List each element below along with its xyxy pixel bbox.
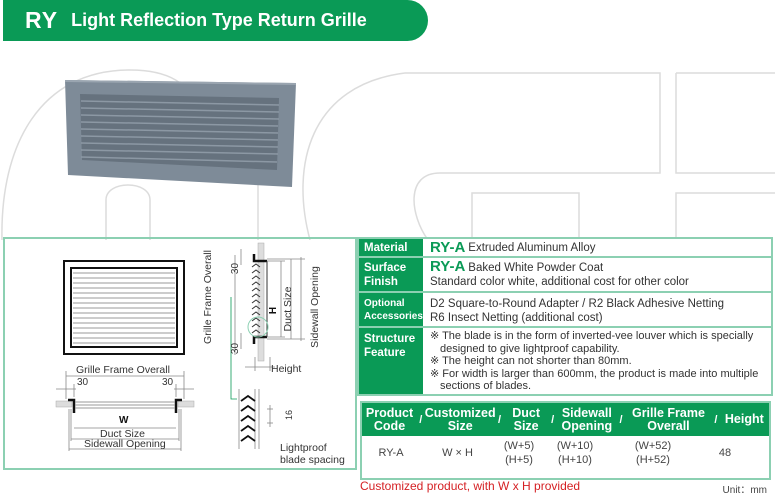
cell-text: (H+10): [558, 454, 592, 466]
spec-value-material: RY-A Extruded Aluminum Alloy: [425, 239, 771, 256]
structure-bullet: ※ For width is larger than 600mm, the pr…: [430, 367, 759, 393]
header-text: Duct: [512, 405, 541, 420]
front-grille-frame-label: Grille Frame Overall: [76, 364, 170, 376]
structure-label-2: Feature: [364, 347, 406, 359]
side-h-label: H: [268, 306, 280, 315]
accessories-label-2: Accessories: [364, 310, 423, 322]
header-separator: /: [714, 413, 718, 426]
side-sidewall-opening-label: Sidewall Opening: [309, 266, 321, 348]
spec-row-material: Material RY-A Extruded Aluminum Alloy: [357, 237, 773, 258]
unit-label: Unit：mm: [722, 485, 767, 496]
side-grille-frame-label: Grille Frame Overall: [202, 250, 214, 344]
spec-label-surface-finish: Surface Finish: [359, 258, 425, 291]
header-text: Customized: [424, 405, 496, 420]
blade-spacing-value: 16: [284, 409, 295, 421]
structure-label-1: Structure: [364, 333, 416, 345]
header-separator: /: [419, 413, 423, 426]
return-grille-photo: [65, 80, 296, 187]
cell-height: 48: [718, 447, 732, 459]
spec-label-accessories: Optional Accessories: [359, 293, 425, 326]
accessories-line-1: D2 Square-to-Round Adapter / R2 Black Ad…: [430, 298, 725, 310]
page-title: Light Reflection Type Return Grille: [71, 10, 367, 30]
spec-row-accessories: Optional Accessories D2 Square-to-Round …: [357, 293, 773, 328]
accessories-label-1: Optional: [364, 297, 405, 309]
header-text: Height: [724, 412, 764, 426]
header-text: Sidewall: [561, 405, 612, 420]
cell-customized-size: W × H: [442, 447, 473, 459]
cell-text: (W+5): [503, 440, 535, 452]
spec-table: Material RY-A Extruded Aluminum Alloy Su…: [357, 237, 773, 396]
spec-value-structure: ※ The blade is in the form of inverted-v…: [425, 328, 771, 394]
side-duct-size-label: Duct Size: [282, 286, 294, 332]
header-text: Opening: [561, 418, 613, 433]
structure-bullet: ※ The blade is in the form of inverted-v…: [430, 330, 754, 355]
structure-bullet: ※ The height can not shorter than 80mm.: [430, 355, 632, 367]
header-height: Height: [720, 413, 769, 426]
header-text: Code: [373, 418, 406, 433]
spec-label-structure: Structure Feature: [359, 328, 425, 394]
title-bar: RY Light Reflection Type Return Grille: [3, 0, 428, 41]
surface-text-2: Standard color white, additional cost fo…: [430, 276, 689, 288]
cell-text: (H+5): [505, 454, 533, 466]
material-text: Extruded Aluminum Alloy: [468, 241, 596, 254]
side-view-drawing: [230, 242, 305, 449]
header-text: Overall: [647, 418, 690, 433]
header-text: Product: [365, 405, 414, 420]
spec-value-accessories: D2 Square-to-Round Adapter / R2 Black Ad…: [425, 293, 771, 326]
surface-label-1: Surface: [364, 261, 407, 274]
spec-row-structure: Structure Feature ※ The blade is in the …: [357, 328, 773, 396]
header-text: Grille Frame: [631, 405, 705, 420]
blade-spacing-label-1: Lightproof: [280, 442, 327, 454]
blade-spacing-label-2: blade spacing: [280, 454, 345, 466]
front-dim-right: 30: [162, 377, 174, 388]
side-dim-bottom: 30: [230, 342, 242, 355]
surface-label-2: Finish: [364, 275, 398, 288]
front-dim-left: 30: [77, 377, 89, 388]
material-code: RY-A: [430, 238, 466, 256]
spec-label-material: Material: [359, 239, 425, 256]
header-separator: /: [498, 413, 502, 426]
accessories-line-2: R6 Insect Netting (additional cost): [430, 312, 603, 324]
surface-code: RY-A: [430, 258, 466, 275]
cell-text: (W+52): [634, 440, 672, 452]
customized-product-note: Customized product, with W x H provided: [360, 479, 581, 493]
cell-duct-size: (W+5) (H+5): [495, 439, 543, 467]
header-separator: /: [551, 413, 555, 426]
material-label: Material: [364, 241, 408, 254]
product-series-code: RY: [25, 7, 59, 33]
technical-drawing: [55, 242, 305, 451]
cell-text: (H+52): [636, 454, 670, 466]
cell-grille-frame-overall: (W+52) (H+52): [607, 439, 699, 467]
header-text: Size: [513, 418, 539, 433]
dimensions-data-row: RY-A W × H (W+5) (H+5) (W+10) (H+10) (W+52…: [362, 436, 769, 478]
side-dim-top: 30: [230, 262, 242, 275]
front-w-label: W: [119, 415, 129, 426]
cell-product-code: RY-A: [378, 447, 404, 459]
cell-sidewall-opening: (W+10) (H+10): [543, 439, 607, 467]
surface-text: Baked White Powder Coat: [468, 262, 604, 274]
header-separator: /: [619, 413, 623, 426]
front-sidewall-opening-label: Sidewall Opening: [84, 438, 166, 450]
technical-drawing-panel: Grille Frame Overall 30 30 W Duct Size S…: [3, 237, 357, 470]
front-view-drawing: [55, 260, 195, 451]
cell-text: (W+10): [556, 440, 594, 452]
header-text: Size: [447, 418, 473, 433]
front-duct-size-label: Duct Size: [100, 428, 145, 440]
side-height-label: Height: [271, 363, 302, 375]
